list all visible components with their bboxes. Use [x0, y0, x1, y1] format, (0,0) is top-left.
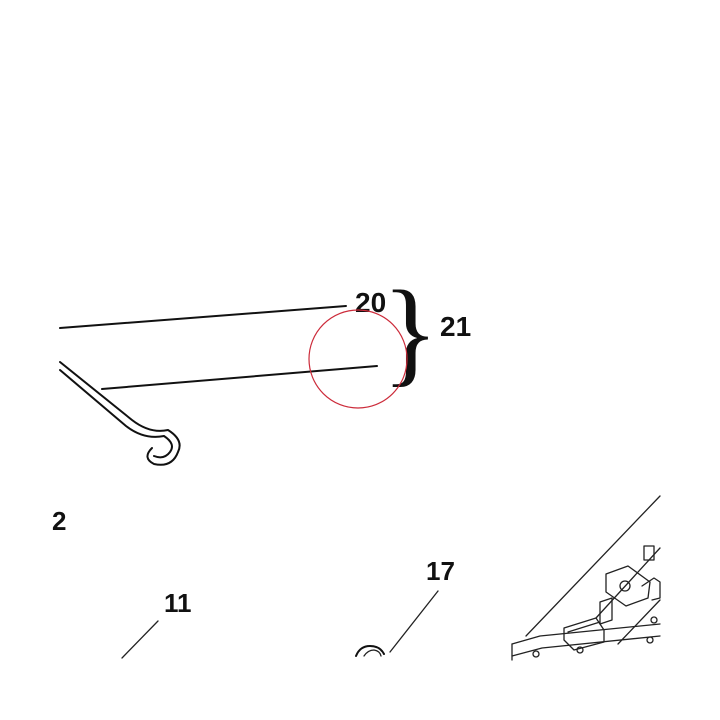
grouping-brace: } — [382, 266, 439, 397]
rod-assembly — [59, 305, 378, 466]
hook-rod-inner — [59, 369, 173, 459]
bracket-hole — [619, 580, 631, 592]
rail-bolt-3 — [646, 636, 654, 644]
hook-rod-outer — [59, 361, 181, 466]
callout-21: 21 — [440, 311, 471, 342]
upper-stud — [643, 545, 655, 561]
mechanism-assembly — [511, 495, 661, 661]
fitting-17-inner — [363, 649, 382, 657]
rod-line-21 — [101, 365, 378, 390]
highlight-circle — [308, 309, 408, 409]
callout-11: 11 — [164, 588, 192, 618]
callout-20: 20 — [355, 287, 386, 318]
callout-2: 2 — [52, 506, 66, 536]
bracket-tab — [641, 577, 661, 601]
latch-block-edge — [567, 621, 601, 633]
part-17-fitting — [355, 645, 385, 657]
rail-bolt-2 — [532, 650, 540, 658]
pivot-arm — [599, 597, 613, 625]
frame-edge-upper — [525, 495, 661, 637]
leader-line-20 — [59, 305, 347, 329]
base-rail-bottom — [511, 635, 661, 657]
leader-line-17 — [389, 590, 439, 653]
frame-edge-lower — [617, 599, 661, 645]
bracket-plate — [605, 565, 651, 607]
rail-bolt-4 — [650, 616, 658, 624]
rail-bolt-1 — [576, 646, 584, 654]
callout-17: 17 — [426, 556, 455, 586]
fitting-17-outer — [355, 645, 385, 657]
base-rail-top — [511, 623, 661, 645]
leader-line-11 — [121, 620, 159, 659]
